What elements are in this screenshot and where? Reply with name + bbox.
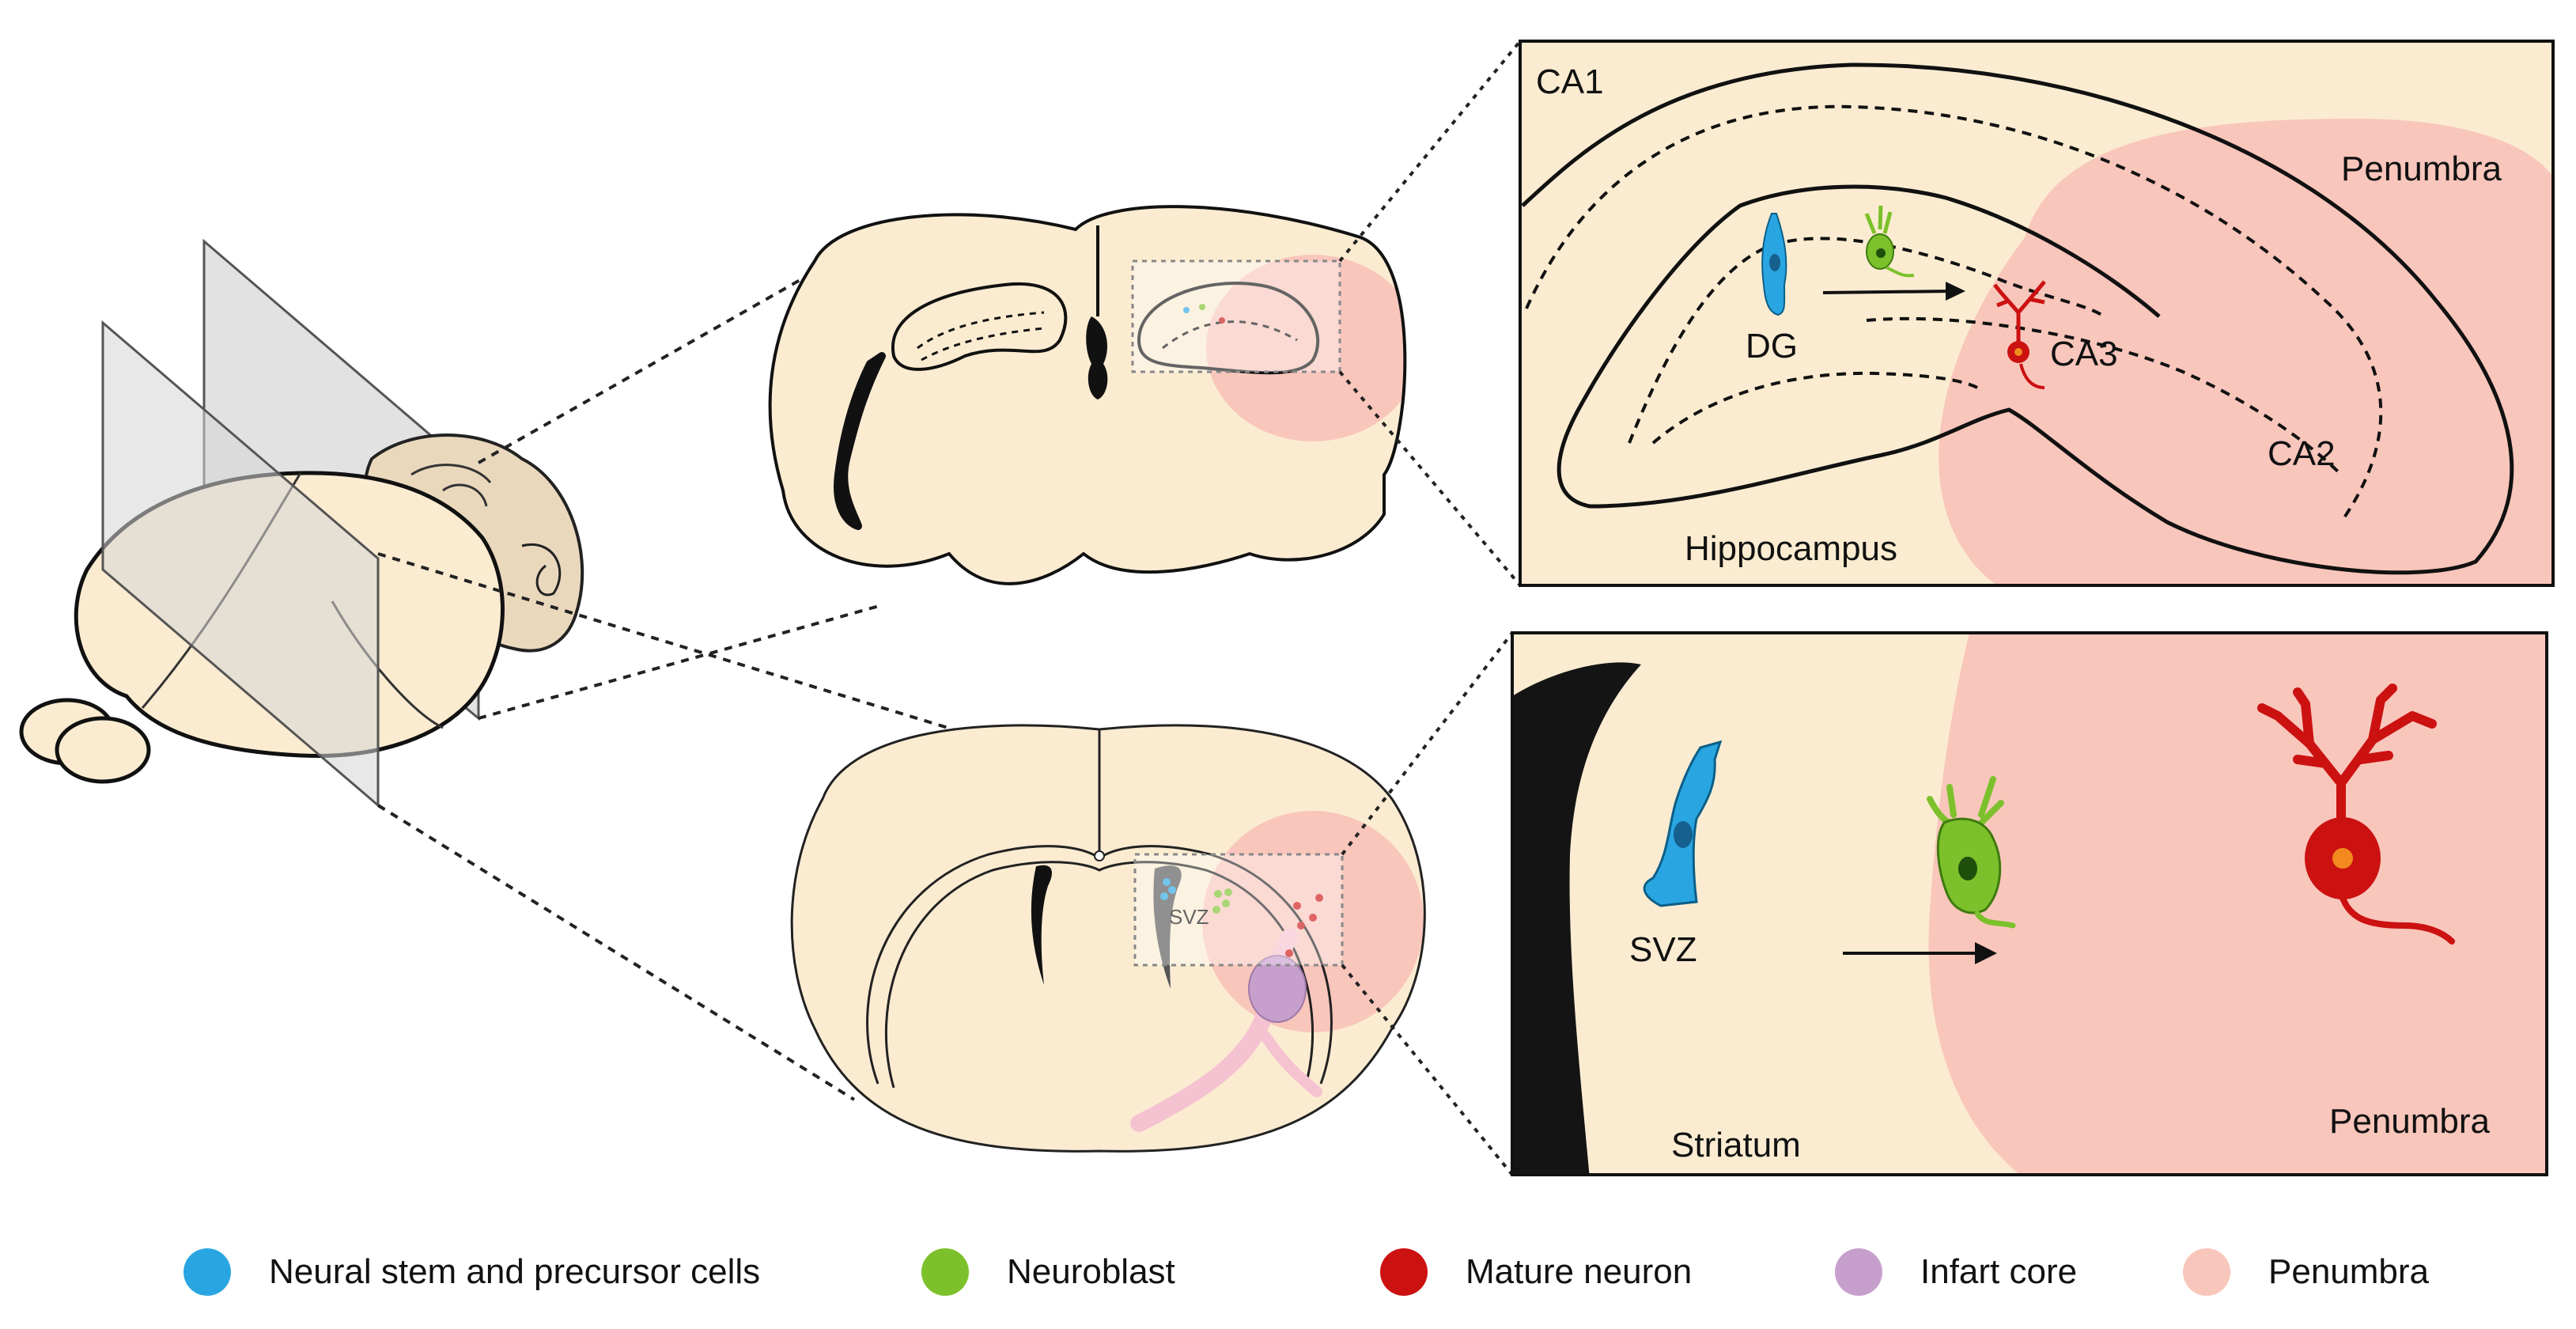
label-ca2: CA2 xyxy=(2268,434,2336,473)
zoom-lines-upper xyxy=(1338,40,1522,587)
hippo-neuroblast xyxy=(1864,205,1915,278)
legend-swatch-3 xyxy=(1835,1248,1882,1296)
infarct-core xyxy=(1248,955,1307,1023)
third-ventricle xyxy=(1086,316,1108,399)
zoom-lines-lower xyxy=(1341,631,1514,1176)
ca-outer-contour xyxy=(1521,62,2514,575)
lateral-ventricle-left xyxy=(1031,865,1052,985)
legend-label-0: Neural stem and precursor cells xyxy=(269,1252,760,1291)
hippo-penumbra xyxy=(1939,119,2553,585)
label-ca3: CA3 xyxy=(2050,335,2118,373)
striatum-neuroblast xyxy=(1927,776,2016,929)
label-svz: SVZ xyxy=(1629,930,1697,969)
legend-swatch-4 xyxy=(2183,1248,2230,1296)
label-striatum: Striatum xyxy=(1671,1126,1801,1164)
striatum-stem-cell xyxy=(1643,740,1723,907)
upper-penumbra xyxy=(1206,255,1405,441)
label-hippocampus: Hippocampus xyxy=(1685,529,1897,568)
hippo-stem-cell xyxy=(1761,213,1787,316)
whole-brain-3d xyxy=(19,238,584,808)
legend-label-1: Neuroblast xyxy=(1007,1252,1175,1291)
label-dg: DG xyxy=(1746,327,1798,365)
striatum-panel: SVZ Striatum Penumbra xyxy=(1511,631,2548,1176)
lateral-ventricle-upper xyxy=(834,352,886,530)
label-penumbra-striatum: Penumbra xyxy=(2329,1102,2491,1141)
legend-swatch-0 xyxy=(183,1248,231,1296)
upper-coronal-section xyxy=(768,205,1407,585)
hippocampus-panel: CA1 Penumbra DG CA3 CA2 Hippocampus xyxy=(1519,40,2555,587)
label-penumbra-hippo: Penumbra xyxy=(2341,150,2502,188)
legend-label-2: Mature neuron xyxy=(1466,1252,1692,1291)
striatum-penumbra xyxy=(1928,633,2547,1175)
lower-coronal-section: SVZ xyxy=(790,724,1426,1153)
striatum-ventricle xyxy=(1512,662,1641,1175)
legend-label-3: Infart core xyxy=(1920,1252,2077,1291)
legend-swatch-1 xyxy=(921,1248,969,1296)
label-svz-small: SVZ xyxy=(1169,905,1209,929)
hippo-mature-neuron xyxy=(1993,280,2046,389)
legend: Neural stem and precursor cells Neuroblas… xyxy=(183,1248,2430,1296)
label-ca1: CA1 xyxy=(1536,62,1604,101)
legend-swatch-2 xyxy=(1380,1248,1428,1296)
legend-label-4: Penumbra xyxy=(2268,1252,2430,1291)
olfactory-bulb-right xyxy=(55,716,151,784)
striatum-mature-neuron xyxy=(2257,683,2455,945)
lower-zoom-box xyxy=(1133,853,1344,967)
upper-zoom-box xyxy=(1131,259,1341,373)
